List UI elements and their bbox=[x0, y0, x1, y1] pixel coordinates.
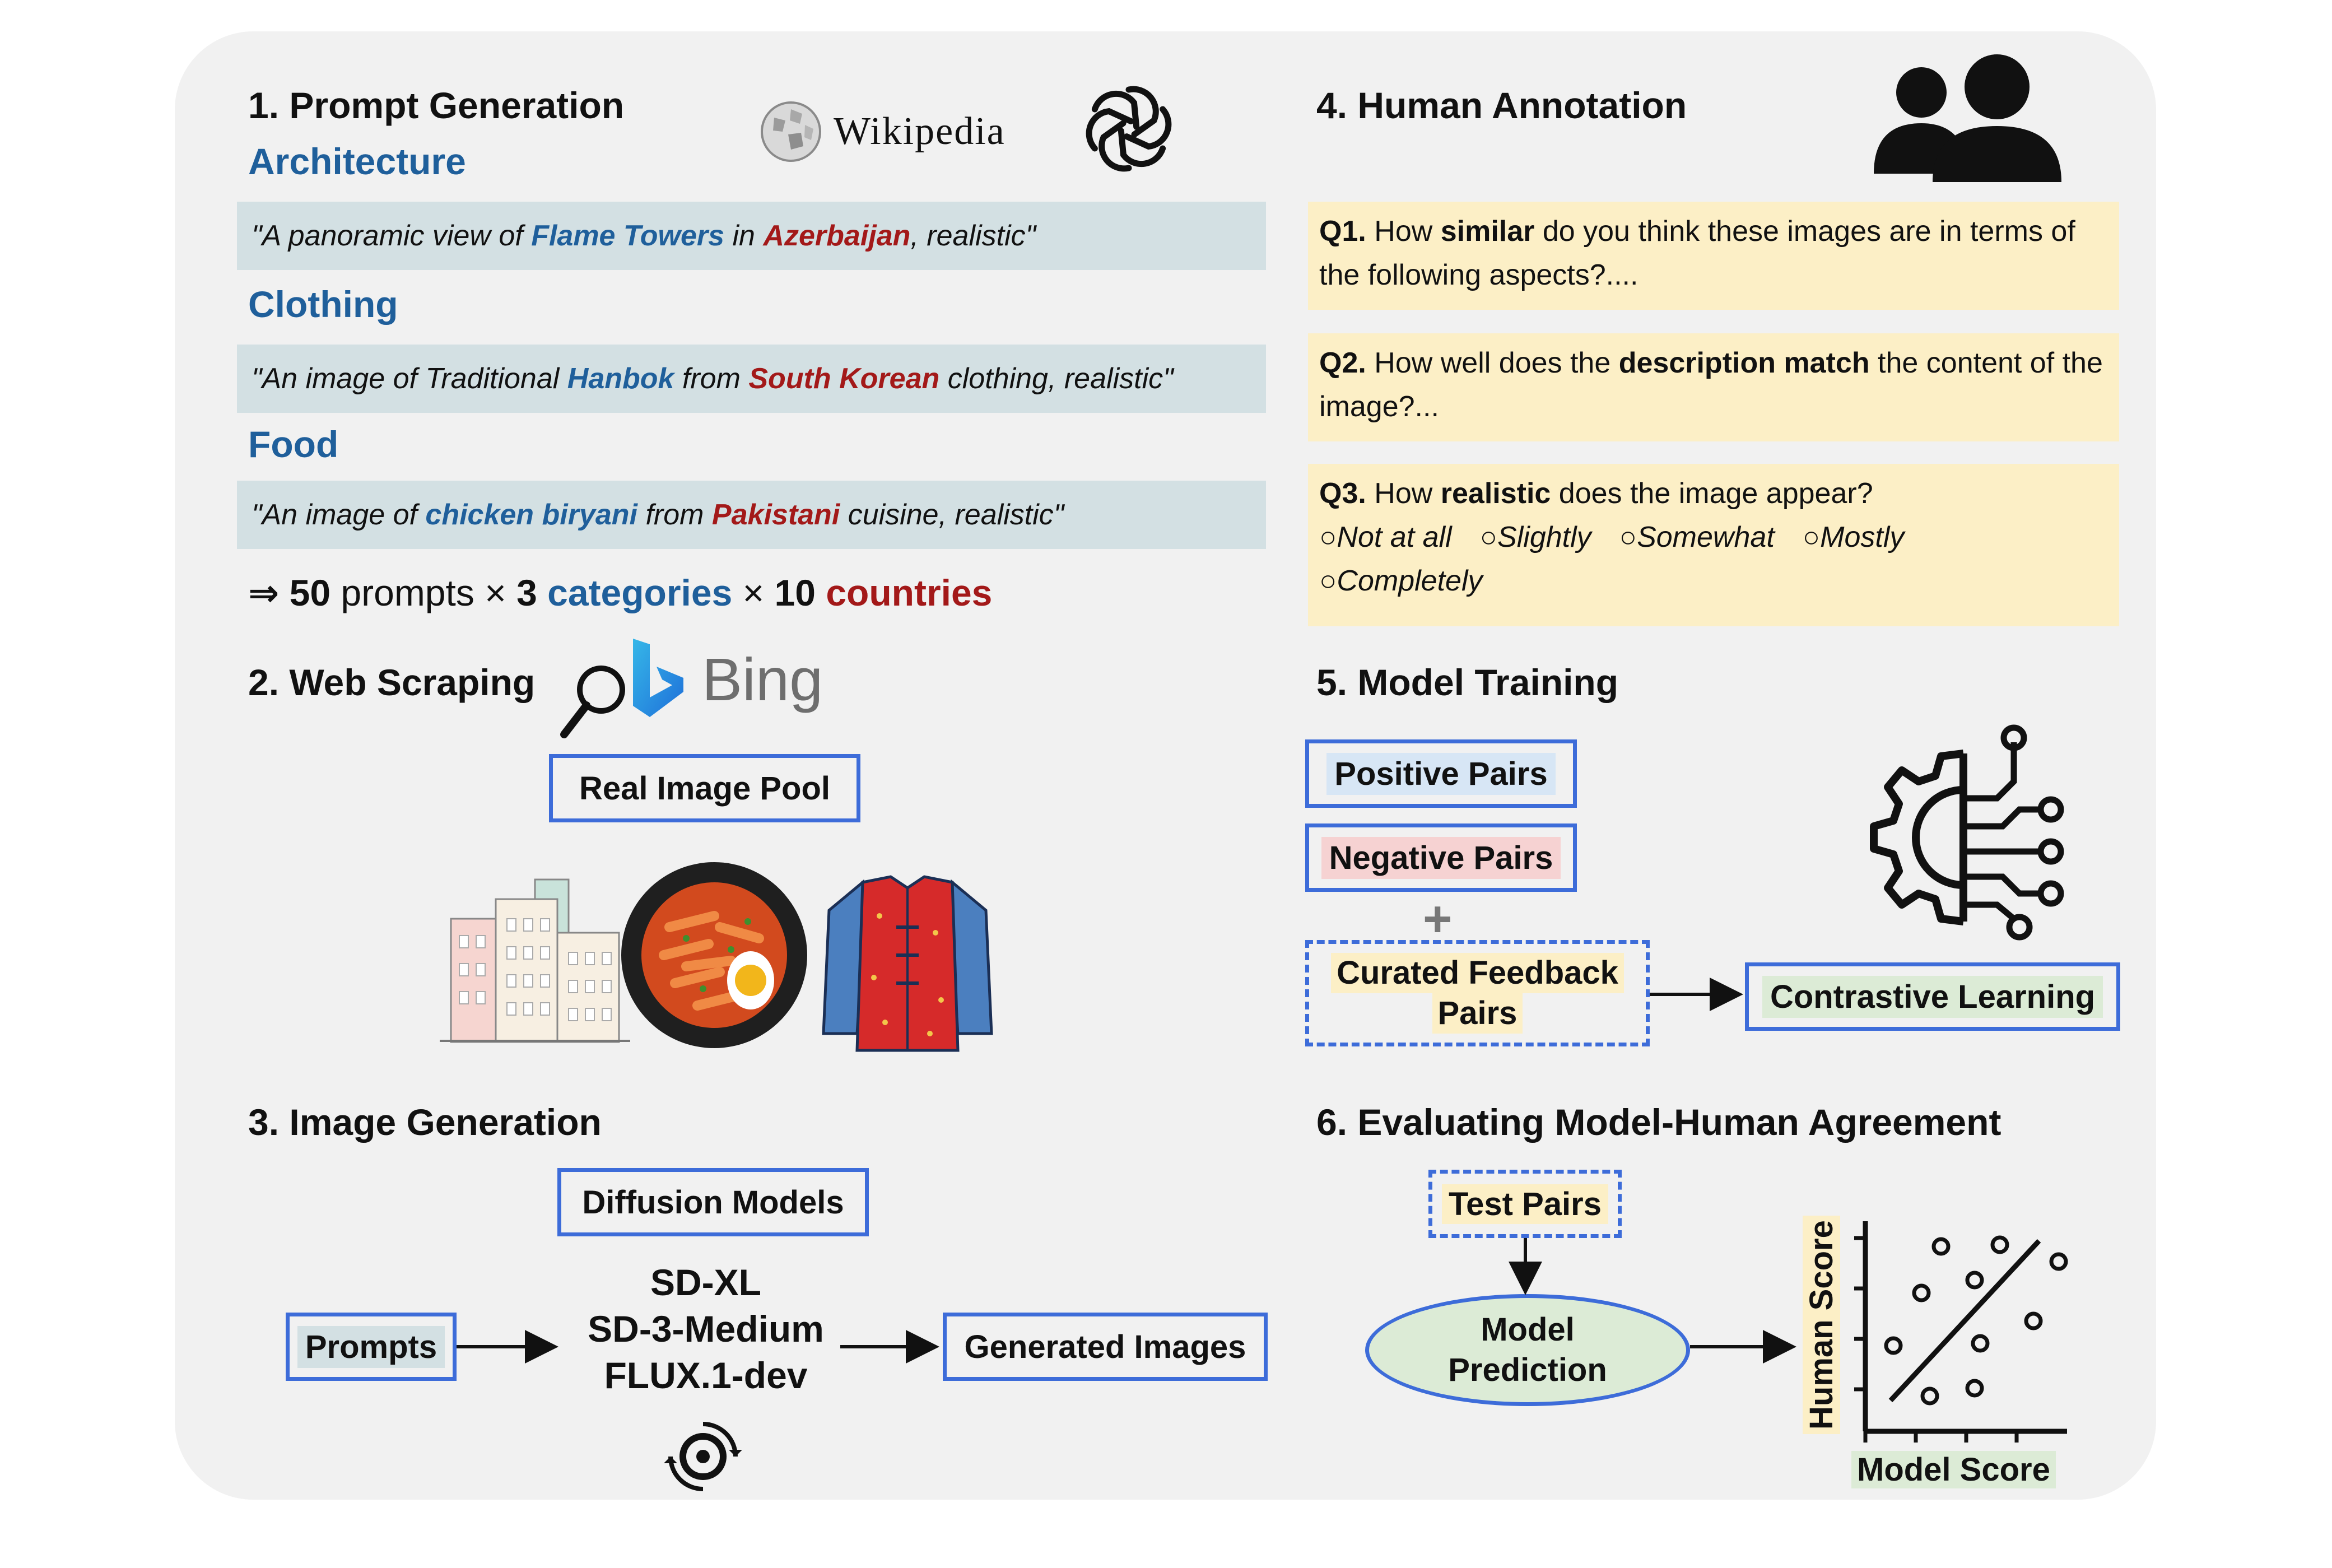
question-1-box: Q1. How similar do you think these image… bbox=[1308, 202, 2119, 310]
test-pairs-label: Test Pairs bbox=[1442, 1184, 1608, 1224]
categories-word: categories bbox=[547, 572, 733, 613]
summary-line: ⇒ 50 prompts × 3 categories × 10 countri… bbox=[248, 571, 992, 615]
diffusion-models-label: Diffusion Models bbox=[582, 1184, 844, 1221]
model-name: SD-XL bbox=[650, 1262, 761, 1303]
test-pairs-box: Test Pairs bbox=[1428, 1170, 1622, 1238]
countries-word: countries bbox=[826, 572, 993, 613]
model-prediction-ellipse: Model Prediction bbox=[1365, 1294, 1690, 1406]
prompts-label: Prompts bbox=[297, 1325, 445, 1368]
x-axis-label: Model Score bbox=[1851, 1451, 2056, 1488]
people-icon bbox=[1874, 54, 2061, 182]
contrastive-learning-label: Contrastive Learning bbox=[1762, 975, 2103, 1018]
model-name: SD-3-Medium bbox=[588, 1308, 824, 1350]
category-food: Food bbox=[248, 424, 339, 465]
openai-knot-icon bbox=[1086, 86, 1172, 172]
question-2-box: Q2. How well does the description match … bbox=[1308, 333, 2119, 441]
scatter-plot-glyph bbox=[1854, 1221, 2068, 1443]
prompt-architecture: "A panoramic view of Flame Towers in Aze… bbox=[237, 202, 1266, 270]
negative-pairs-label: Negative Pairs bbox=[1321, 836, 1561, 879]
question-3-box: Q3. How realistic does the image appear?… bbox=[1308, 464, 2119, 626]
curated-feedback-label: Curated Feedback bbox=[1331, 953, 1624, 993]
positive-pairs-box: Positive Pairs bbox=[1305, 739, 1577, 808]
gear-refresh-icon bbox=[664, 1422, 742, 1491]
question-keyword: similar bbox=[1440, 215, 1535, 248]
model-prediction-label: Model bbox=[1481, 1311, 1575, 1348]
buildings-icon bbox=[440, 878, 630, 1043]
diffusion-models-box: Diffusion Models bbox=[557, 1168, 869, 1236]
prompt-entity: Hanbok bbox=[567, 362, 674, 395]
answer-option[interactable]: ○Completely bbox=[1319, 565, 1483, 597]
question-number: Q2. bbox=[1319, 347, 1366, 379]
prompt-text: cuisine, realistic" bbox=[840, 499, 1064, 531]
section-6-title: 6. Evaluating Model-Human Agreement bbox=[1316, 1101, 2001, 1143]
wikipedia-wordmark: Wikipedia bbox=[834, 110, 1006, 153]
ai-gear-circuit-icon bbox=[1870, 724, 2064, 941]
category-clothing: Clothing bbox=[248, 283, 398, 325]
jacket-icon bbox=[822, 875, 993, 1052]
real-image-pool-box: Real Image Pool bbox=[549, 754, 860, 822]
model-name: FLUX.1-dev bbox=[604, 1355, 808, 1396]
generated-images-label: Generated Images bbox=[964, 1328, 1246, 1365]
curated-feedback-box: Curated Feedback Pairs bbox=[1305, 940, 1650, 1046]
section-2-title: 2. Web Scraping bbox=[248, 662, 536, 703]
answer-option[interactable]: ○Not at all bbox=[1319, 521, 1452, 553]
prompt-count: 50 bbox=[289, 572, 331, 613]
section-3-title: 3. Image Generation bbox=[248, 1101, 602, 1143]
times-sign: × bbox=[742, 572, 765, 613]
prompts-word: prompts bbox=[341, 572, 474, 613]
prompt-text: "An image of bbox=[252, 499, 426, 531]
prompt-country: Pakistani bbox=[711, 499, 840, 531]
question-text: the content of the image?... bbox=[1319, 347, 2103, 423]
question-text: does the image appear? bbox=[1551, 477, 1873, 510]
question-text: How well does the bbox=[1366, 347, 1619, 379]
country-count: 10 bbox=[774, 572, 816, 613]
wikipedia-globe-icon bbox=[761, 101, 821, 162]
model-list: SD-XL SD-3-Medium FLUX.1-dev bbox=[560, 1259, 851, 1399]
curated-feedback-label: Pairs bbox=[1432, 993, 1523, 1034]
negative-pairs-box: Negative Pairs bbox=[1305, 823, 1577, 892]
positive-pairs-label: Positive Pairs bbox=[1326, 752, 1556, 795]
prompt-text: , realistic" bbox=[910, 220, 1036, 252]
generated-images-box: Generated Images bbox=[943, 1313, 1268, 1381]
question-keyword: realistic bbox=[1440, 477, 1551, 510]
magnifier-icon bbox=[560, 666, 625, 738]
question-number: Q1. bbox=[1319, 215, 1366, 248]
food-bowl-icon bbox=[621, 862, 807, 1048]
category-architecture: Architecture bbox=[248, 141, 466, 182]
prompt-clothing: "An image of Traditional Hanbok from Sou… bbox=[237, 345, 1266, 413]
prompts-box: Prompts bbox=[286, 1313, 457, 1381]
model-prediction-label: Prediction bbox=[1448, 1352, 1607, 1388]
prompt-country: Azerbaijan bbox=[763, 220, 911, 252]
prompt-food: "An image of chicken biryani from Pakist… bbox=[237, 481, 1266, 549]
prompt-text: clothing, realistic" bbox=[939, 362, 1174, 395]
times-sign: × bbox=[485, 572, 506, 613]
prompt-text: from bbox=[674, 362, 749, 395]
question-keyword: description match bbox=[1618, 347, 1870, 379]
section-4-title: 4. Human Annotation bbox=[1316, 85, 1687, 126]
question-text: do you think these images are in terms o… bbox=[1319, 215, 2075, 291]
prompt-text: in bbox=[724, 220, 764, 252]
prompt-text: from bbox=[637, 499, 712, 531]
prompt-text: "An image of Traditional bbox=[252, 362, 567, 395]
bing-b-icon bbox=[633, 639, 683, 717]
answer-option[interactable]: ○Somewhat bbox=[1619, 521, 1775, 553]
section-1-title: 1. Prompt Generation bbox=[248, 85, 625, 126]
category-count: 3 bbox=[516, 572, 537, 613]
question-text: How bbox=[1366, 215, 1441, 248]
prompt-country: South Korean bbox=[748, 362, 940, 395]
implies-arrow: ⇒ bbox=[248, 572, 280, 613]
prompt-entity: chicken biryani bbox=[425, 499, 638, 531]
bing-wordmark: Bing bbox=[702, 645, 823, 713]
section-5-title: 5. Model Training bbox=[1316, 662, 1619, 703]
question-text: How bbox=[1366, 477, 1441, 510]
prompt-entity: Flame Towers bbox=[531, 220, 725, 252]
plus-icon: + bbox=[1423, 891, 1453, 947]
prompt-text: "A panoramic view of bbox=[252, 220, 532, 252]
question-number: Q3. bbox=[1319, 477, 1366, 510]
contrastive-learning-box: Contrastive Learning bbox=[1745, 962, 2120, 1031]
real-image-pool-label: Real Image Pool bbox=[579, 770, 831, 807]
answer-option[interactable]: ○Slightly bbox=[1479, 521, 1591, 553]
answer-option[interactable]: ○Mostly bbox=[1802, 521, 1905, 553]
